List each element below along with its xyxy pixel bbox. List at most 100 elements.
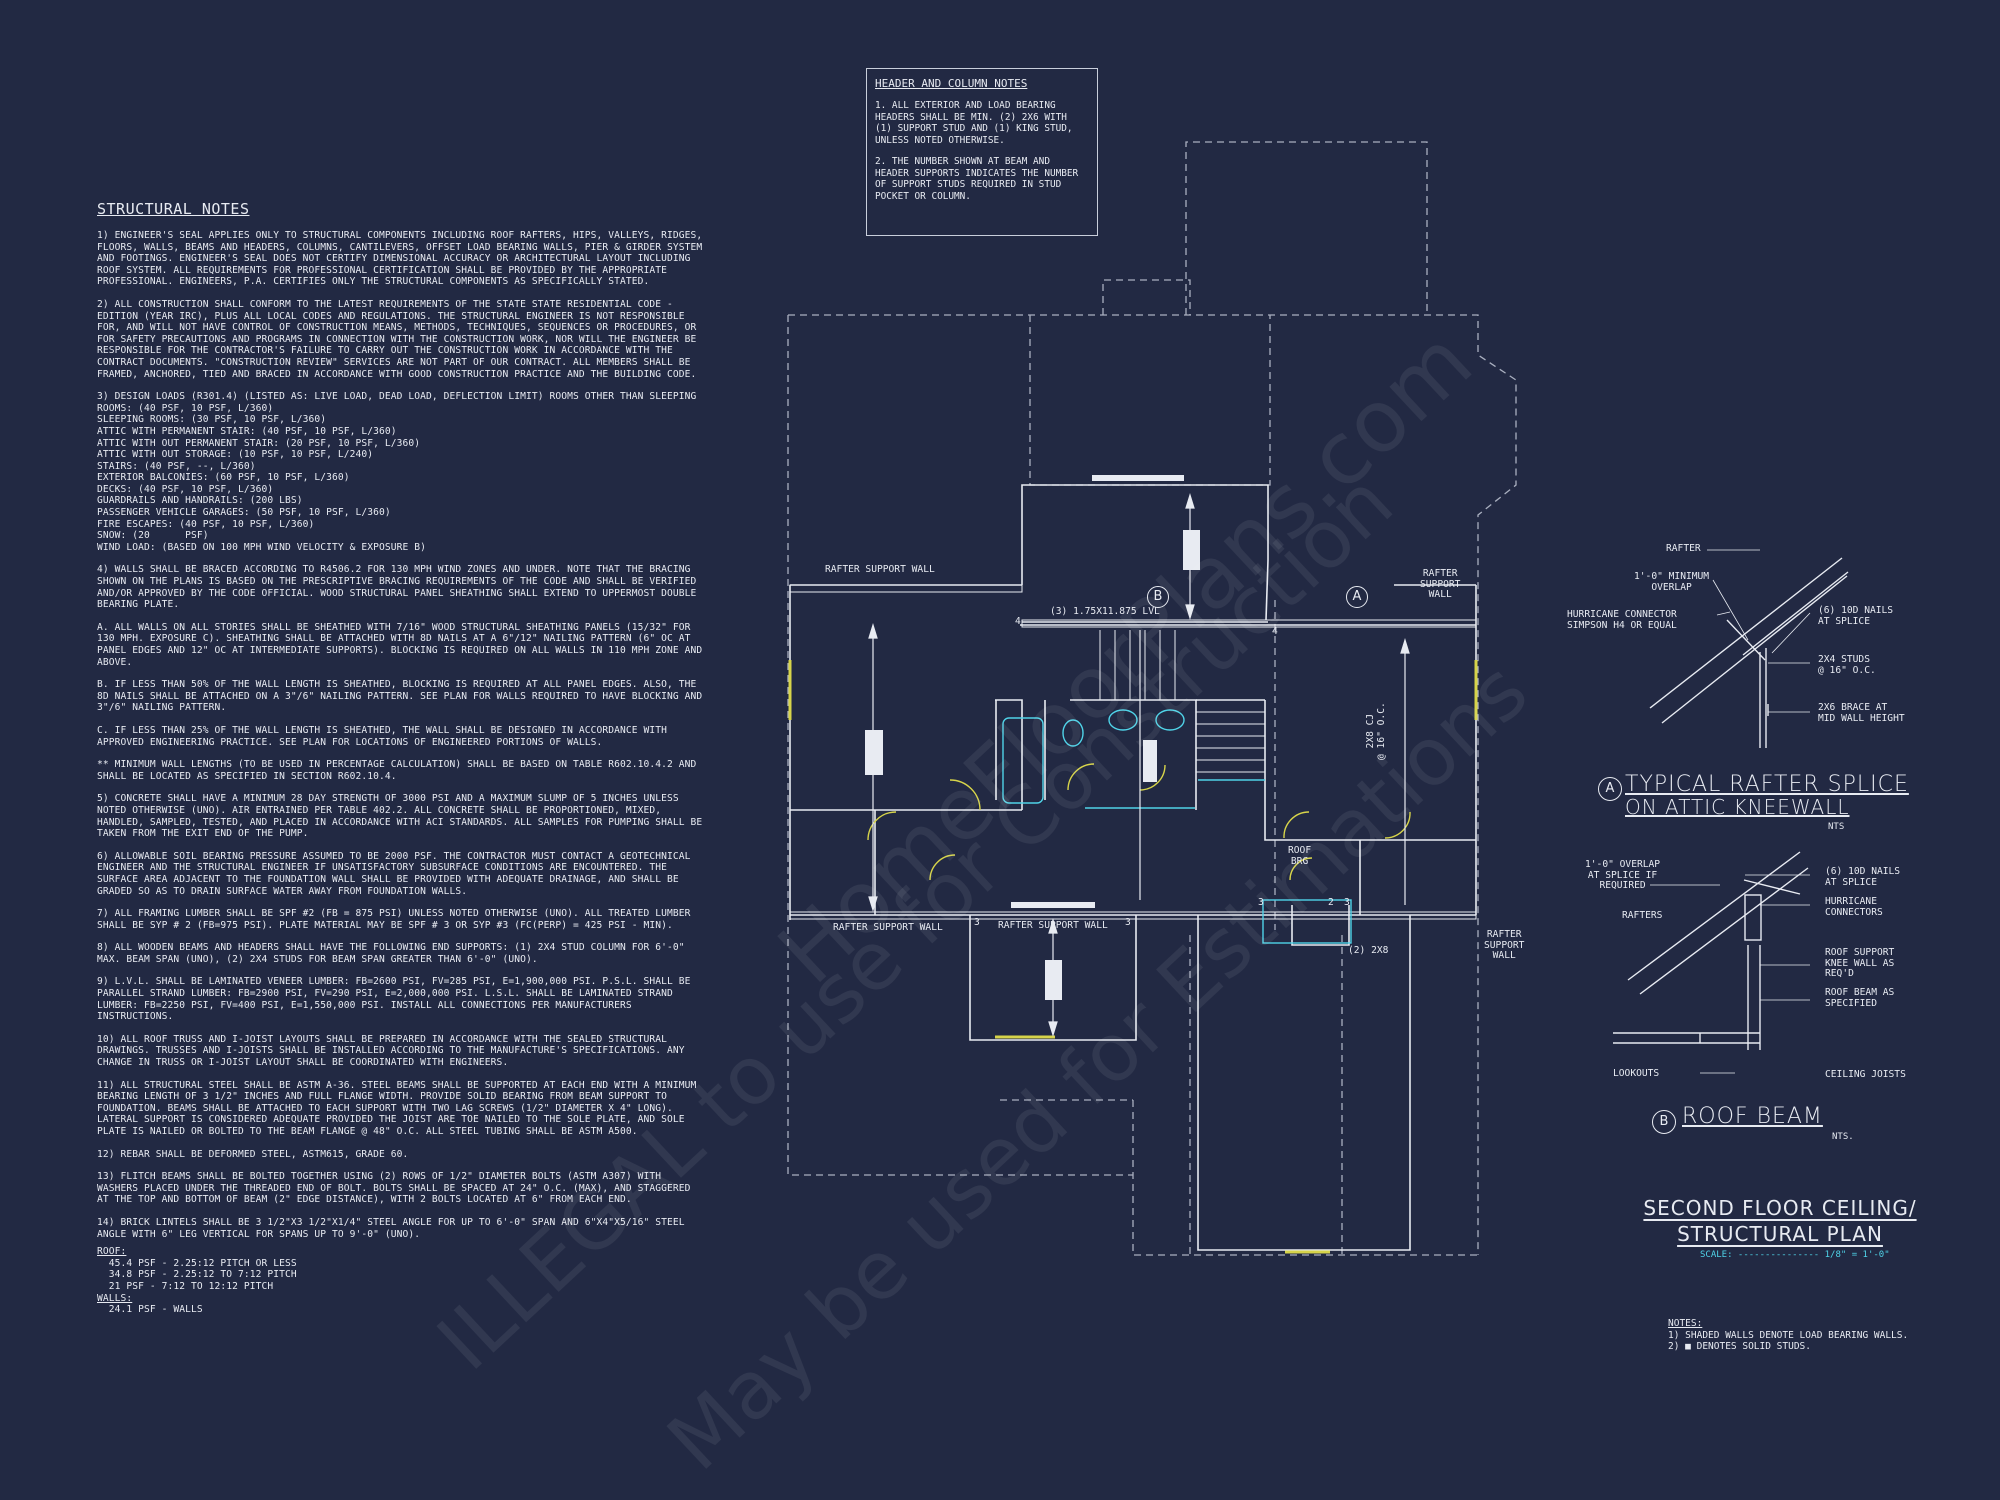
header-column-notes-title: HEADER AND COLUMN NOTES bbox=[875, 77, 1028, 90]
design-load: WIND LOAD: (BASED ON 100 MPH WIND VELOCI… bbox=[97, 541, 427, 553]
span-arrows bbox=[868, 492, 1410, 1038]
note-item: 10) ALL ROOF TRUSS AND I-JOIST LAYOUTS S… bbox=[97, 1033, 691, 1069]
detail-a-title-line-1: TYPICAL RAFTER SPLICE bbox=[1625, 772, 1909, 797]
detail-b-marker: B bbox=[1652, 1110, 1676, 1134]
detail-b-title: ROOF BEAM bbox=[1682, 1104, 1823, 1129]
walls bbox=[789, 484, 1477, 1251]
joist-tags bbox=[865, 530, 1200, 1000]
legend-notes: NOTES: 1) SHADED WALLS DENOTE LOAD BEARI… bbox=[1668, 1318, 1908, 1353]
detail-b-kneewall-label: ROOF SUPPORT KNEE WALL AS REQ'D bbox=[1825, 947, 1895, 979]
note-item: 11) ALL STRUCTURAL STEEL SHALL BE ASTM A… bbox=[97, 1079, 703, 1137]
detail-b-lookouts-label: LOOKOUTS bbox=[1613, 1068, 1660, 1079]
design-load: FIRE ESCAPES: (40 PSF, 10 PSF, L/360) bbox=[97, 518, 315, 530]
detail-a-hurricane-label: HURRICANE CONNECTOR SIMPSON H4 OR EQUAL bbox=[1567, 609, 1677, 631]
note-item: 9) L.V.L. SHALL BE LAMINATED VENEER LUMB… bbox=[97, 976, 697, 1023]
note-item: 4) WALLS SHALL BE BRACED ACCORDING TO R4… bbox=[97, 564, 703, 611]
plan-scale: SCALE: --------------- 1/8" = 1'-0" bbox=[1700, 1250, 1890, 1260]
stud-count-label: 3 bbox=[1125, 917, 1131, 928]
detail-a-nts: NTS bbox=[1828, 822, 1845, 832]
note-item: ** MINIMUM WALL LENGTHS (TO BE USED IN P… bbox=[97, 759, 703, 782]
detail-b-overlap-label: 1'-0" OVERLAP AT SPLICE IF REQUIRED bbox=[1585, 859, 1661, 891]
beam-markers bbox=[1011, 475, 1184, 908]
design-load: ATTIC WITH OUT STORAGE: (10 PSF, 10 PSF,… bbox=[97, 449, 374, 461]
stud-count-label: 3 bbox=[1344, 897, 1350, 908]
design-load: SLEEPING ROOMS: (30 PSF, 10 PSF, L/360) bbox=[97, 414, 327, 426]
detail-a-drawing bbox=[1649, 557, 1849, 748]
note-item: a. ALL WALLS ON ALL STORIES SHALL BE SHE… bbox=[97, 621, 709, 668]
note-item: 12) REBAR SHALL BE DEFORMED STEEL, ASTM6… bbox=[97, 1148, 409, 1160]
note-item: 2) ALL CONSTRUCTION SHALL CONFORM TO THE… bbox=[97, 298, 703, 380]
stud-count-label: 3 bbox=[974, 917, 980, 928]
roof-pressure: 21 PSF - 7:12 TO 12:12 PITCH bbox=[97, 1280, 274, 1292]
detail-b-nails-label: (6) 10d NAILS AT SPLICE bbox=[1825, 866, 1901, 888]
design-load: ATTIC WITH PERMANENT STAIR: (40 PSF, 10 … bbox=[97, 425, 397, 437]
windows bbox=[788, 660, 1478, 1254]
doors bbox=[867, 763, 1411, 881]
roof-label: ROOF: bbox=[97, 1246, 127, 1258]
note-item: 3) DESIGN LOADS (R301.4) (LISTED AS: LIV… bbox=[97, 391, 703, 414]
design-load: SNOW: (20 PSF) bbox=[97, 530, 209, 542]
header-note-1: 1. ALL EXTERIOR AND LOAD BEARING HEADERS… bbox=[875, 100, 1073, 146]
detail-b-nts: NTS. bbox=[1832, 1132, 1854, 1142]
section-marker-a: A bbox=[1346, 586, 1368, 608]
section-marker-b: B bbox=[1147, 586, 1169, 608]
note-item: 5) CONCRETE SHALL HAVE A MINIMUM 28 DAY … bbox=[97, 793, 709, 840]
note-item: 1) ENGINEER'S SEAL APPLIES ONLY TO STRUC… bbox=[97, 230, 709, 288]
roof-pressure: 34.8 PSF - 2.25:12 TO 7:12 PITCH bbox=[97, 1269, 297, 1281]
stud-count-label: 4 bbox=[1272, 626, 1278, 637]
detail-b-drawing bbox=[1613, 851, 1809, 1050]
design-load: EXTERIOR BALCONIES: (60 PSF, 10 PSF, L/3… bbox=[97, 472, 350, 484]
design-load: GUARDRAILS AND HANDRAILS: (200 LBS) bbox=[97, 495, 303, 507]
stud-count-label: 4 bbox=[1015, 616, 1021, 627]
rafter-support-wall-bottom-right-label: RAFTER SUPPORT WALL bbox=[1484, 929, 1525, 961]
detail-b-beam-label: ROOF BEAM AS SPECIFIED bbox=[1825, 987, 1895, 1009]
plan-title: SECOND FLOOR CEILING/ STRUCTURAL PLAN bbox=[1620, 1195, 1940, 1247]
stud-count-label: 3 bbox=[1258, 897, 1264, 908]
design-load: ATTIC WITH OUT PERMANENT STAIR: (20 PSF,… bbox=[97, 437, 421, 449]
note-item: 14) BRICK LINTELS SHALL BE 3 1/2"x3 1/2"… bbox=[97, 1216, 691, 1240]
rafter-support-wall-bottom-left-label: RAFTER SUPPORT WALL bbox=[833, 922, 943, 933]
detail-a-rafter-label: RAFTER bbox=[1666, 543, 1701, 554]
detail-b-hurricane-label: HURRICANE CONNECTORS bbox=[1825, 896, 1883, 918]
design-load: STAIRS: (40 PSF, --, L/360) bbox=[97, 460, 256, 472]
header-column-notes-box: HEADER AND COLUMN NOTES 1. ALL EXTERIOR … bbox=[866, 68, 1098, 236]
detail-a-studs-label: 2x4 STUDS @ 16" O.C. bbox=[1818, 654, 1876, 676]
plan-title-line-2: STRUCTURAL PLAN bbox=[1677, 1222, 1883, 1246]
walls-label: WALLS: bbox=[97, 1292, 133, 1304]
lvl-beam-label: (3) 1.75x11.875 LVL bbox=[1050, 606, 1160, 617]
design-loads-list: SLEEPING ROOMS: (30 PSF, 10 PSF, L/360) … bbox=[97, 414, 707, 553]
wall-hatch bbox=[789, 584, 1477, 920]
roof-outline-dashed bbox=[787, 141, 1517, 1256]
legend-note-1: 1) SHADED WALLS DENOTE LOAD BEARING WALL… bbox=[1668, 1329, 1909, 1341]
legend-note-2: 2) ■ DENOTES SOLID STUDS. bbox=[1668, 1341, 1811, 1352]
ceiling-joist-label: 2x8 CJ @ 16" O.C. bbox=[1365, 702, 1387, 760]
design-load: PASSENGER VEHICLE GARAGES: (50 PSF, 10 P… bbox=[97, 507, 391, 519]
roof-pressure: 45.4 PSF - 2.25:12 PITCH OR LESS bbox=[97, 1257, 297, 1269]
stairs bbox=[1099, 630, 1265, 773]
note-item: 8) ALL WOODEN BEAMS AND HEADERS SHALL HA… bbox=[97, 942, 691, 965]
rafter-support-wall-right-label: RAFTER SUPPORT WALL bbox=[1420, 568, 1461, 600]
legend-title: NOTES: bbox=[1668, 1318, 1703, 1329]
detail-a-nails-label: (6) 10d NAILS AT SPLICE bbox=[1818, 605, 1894, 627]
structural-notes-title: STRUCTURAL NOTES bbox=[97, 200, 250, 218]
structural-notes: 1) ENGINEER'S SEAL APPLIES ONLY TO STRUC… bbox=[97, 230, 707, 1316]
detail-b-rafters-label: RAFTERS bbox=[1622, 910, 1663, 921]
note-item: 6) ALLOWABLE SOIL BEARING PRESSURE ASSUM… bbox=[97, 850, 697, 897]
detail-a-brace-label: 2x6 BRACE AT MID WALL HEIGHT bbox=[1818, 702, 1905, 724]
rafter-support-wall-bottom-mid-label: RAFTER SUPPORT WALL bbox=[998, 920, 1108, 931]
design-load: DECKS: (40 PSF, 10 PSF, L/360) bbox=[97, 483, 274, 495]
note-item: 7) ALL FRAMING LUMBER SHALL BE SPF #2 (F… bbox=[97, 908, 697, 931]
wall-pressure: 24.1 PSF - WALLS bbox=[97, 1304, 203, 1316]
detail-b-joists-label: CEILING JOISTS bbox=[1825, 1069, 1906, 1080]
note-item: c. IF LESS THAN 25% OF THE WALL LENGTH I… bbox=[97, 724, 673, 748]
header-note-2: 2. THE NUMBER SHOWN AT BEAM AND HEADER S… bbox=[875, 156, 1079, 202]
plan-title-line-1: SECOND FLOOR CEILING/ bbox=[1643, 1196, 1917, 1220]
note-item: 13) FLITCH BEAMS SHALL BE BOLTED TOGETHE… bbox=[97, 1171, 697, 1206]
note-item: b. IF LESS THAN 50% OF THE WALL LENGTH I… bbox=[97, 679, 709, 714]
stud-count-label: 2 bbox=[1328, 897, 1334, 908]
detail-a-overlap-label: 1'-0" MINIMUM OVERLAP bbox=[1634, 571, 1710, 593]
rafter-support-wall-label: RAFTER SUPPORT WALL bbox=[825, 564, 935, 575]
leader-lines bbox=[1650, 549, 1811, 1074]
detail-a-marker: A bbox=[1598, 777, 1622, 801]
